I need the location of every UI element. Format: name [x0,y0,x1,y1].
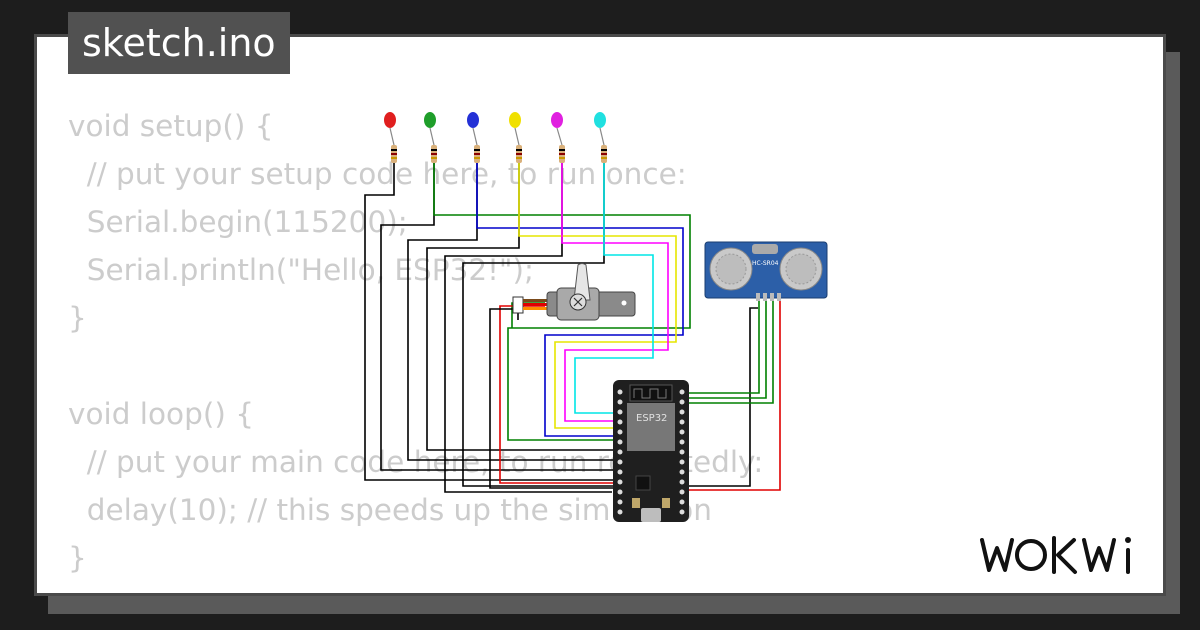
led-yellow [509,112,522,163]
circuit-diagram: HC-SR04 ESP32 [364,112,828,522]
led-red [384,112,397,163]
code-line: } [68,301,87,335]
servo-motor [512,263,636,321]
code-line: Serial.begin(115200); [68,205,408,239]
code-line: void setup() { [68,109,274,143]
esp32-board: ESP32 [613,380,689,522]
code-line: Serial.println("Hello, ESP32!"); [68,253,534,287]
wokwi-logo [980,536,1131,574]
esp32-label: ESP32 [636,413,667,424]
led-green [424,112,437,163]
led-array [384,112,607,163]
file-tab-label: sketch.ino [82,21,276,65]
sensor-label: HC-SR04 [752,260,779,267]
ultrasonic-sensor: HC-SR04 [704,241,828,301]
file-tab[interactable]: sketch.ino [68,12,290,74]
led-blue [467,112,480,163]
led-magenta [551,112,565,163]
led-cyan [594,112,607,163]
code-line: } [68,541,87,575]
code-line: void loop() { [68,397,254,431]
